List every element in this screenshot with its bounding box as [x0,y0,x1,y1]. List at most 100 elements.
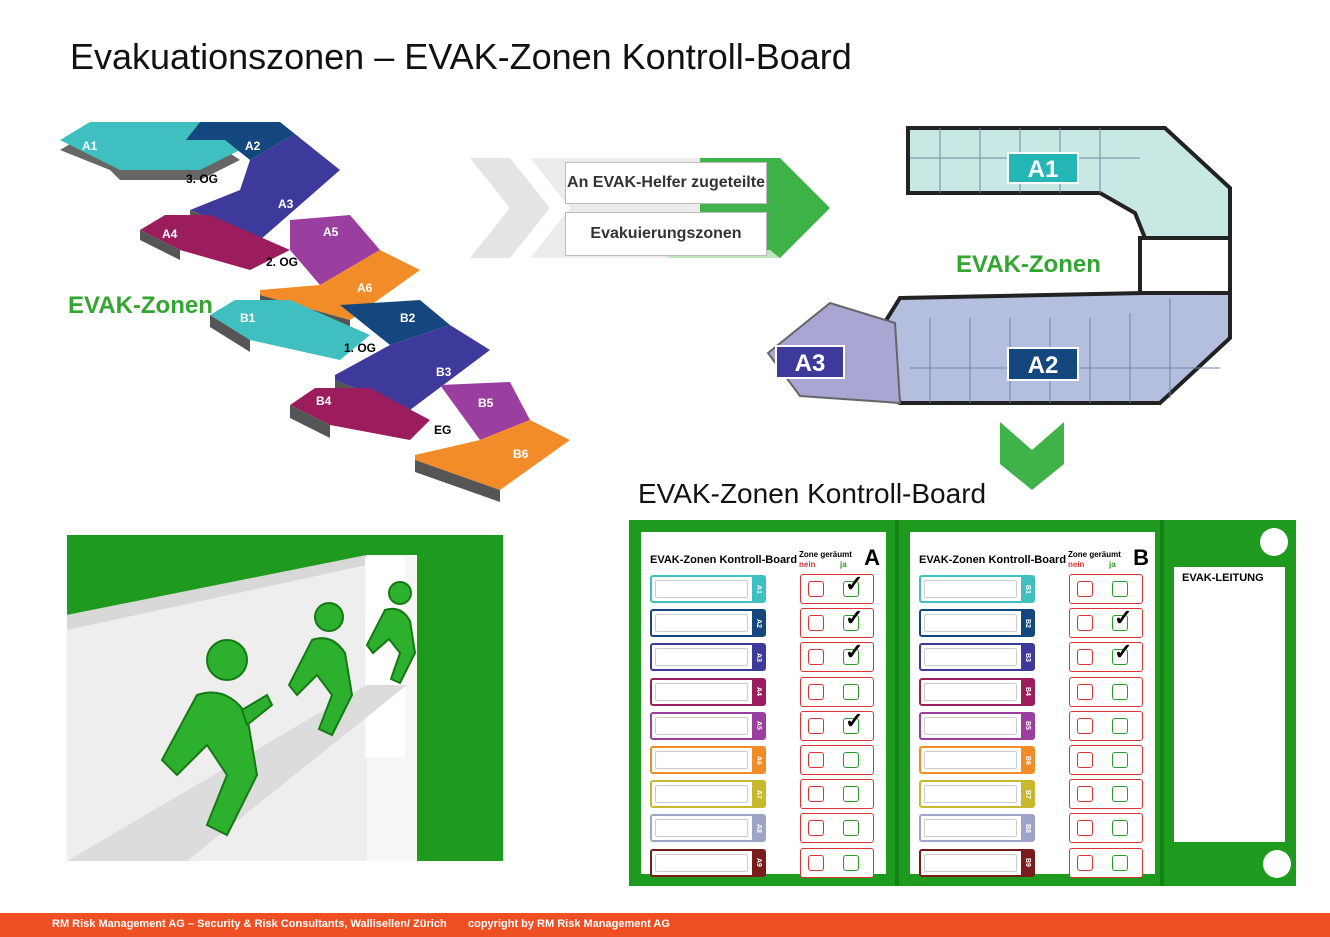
checkbox-nein[interactable] [1077,649,1093,666]
zone-slot[interactable]: B1 [919,575,1035,603]
checkbox-nein[interactable] [1077,752,1093,768]
evak-leitung-panel: EVAK-LEITUNG [1174,567,1285,842]
checkbox-ja[interactable] [843,786,859,803]
zone-slot[interactable]: B7 [919,780,1035,809]
zone-tab: A4 [752,679,764,704]
zone-tab: B3 [1021,645,1033,670]
zone-tab: A9 [752,850,764,875]
zone-slot[interactable]: B9 [919,848,1035,877]
checkbox-nein[interactable] [808,683,824,700]
checkbox-nein[interactable] [1077,683,1093,700]
zone-a2-shape [186,122,295,160]
checkbox-nein[interactable] [808,854,824,871]
zone-slot[interactable]: A9 [650,848,766,877]
ja-header: ja [1109,560,1116,569]
zone-row: B9 [919,847,1143,878]
zone-tab: A2 [752,611,764,636]
floor-1og [210,300,490,422]
zone-checkbox-group [1069,710,1143,741]
plan-a2-badge [1007,347,1079,381]
checkbox-ja[interactable] [1112,649,1128,666]
zone-checkbox-group: ✓ [1069,605,1143,639]
mount-hole-bottom [1263,850,1291,878]
checkbox-ja[interactable] [1112,752,1128,768]
zone-checkbox-group [1069,847,1143,878]
zone-tab: B6 [1021,748,1033,772]
zone-slot-field [924,853,1017,872]
zone-b5-label: B5 [478,396,494,410]
checkbox-ja[interactable] [843,820,859,837]
zone-a1-label: A1 [82,139,98,153]
floor-label-1og: 1. OG [344,341,376,355]
zone-tab: B8 [1021,816,1033,841]
checkbox-ja[interactable] [843,683,859,700]
zone-b6-label: B6 [513,447,529,461]
zone-slot[interactable]: B8 [919,814,1035,843]
checkbox-nein[interactable] [808,820,824,837]
arrow-text-line1: An EVAK-Helfer zugeteilte [565,162,767,204]
zone-row: A9 [650,847,874,878]
zone-checkbox-group: ✓ [800,639,874,673]
zone-a1-shape [60,122,240,170]
zone-tab: B2 [1021,611,1033,636]
checkbox-ja[interactable] [843,649,859,666]
checkbox-ja[interactable] [843,615,859,632]
checkbox-nein[interactable] [808,717,824,734]
zone-slot[interactable]: B3 [919,643,1035,672]
checkbox-ja[interactable] [1112,820,1128,837]
zone-tab: B7 [1021,782,1033,807]
zone-a6-label: A6 [357,281,373,295]
zone-slot[interactable]: A3 [650,643,766,672]
checkbox-ja[interactable] [1112,786,1128,803]
sheet-title: EVAK-Zonen Kontroll-Board [919,554,1067,566]
zone-checkbox-group: ✓ [1069,639,1143,673]
zone-a3-label: A3 [278,197,294,211]
checkbox-ja[interactable] [1112,615,1128,632]
zone-slot[interactable]: B2 [919,609,1035,638]
zone-slot[interactable]: A4 [650,677,766,706]
checkbox-ja[interactable] [1112,581,1128,597]
checkbox-nein[interactable] [1077,854,1093,871]
zone-slot[interactable]: A2 [650,609,766,638]
zone-slot[interactable]: A1 [650,575,766,603]
zone-row: A7 [650,779,874,810]
checkbox-nein[interactable] [1077,820,1093,837]
checkbox-nein[interactable] [1077,581,1093,597]
zone-b6-shape [415,420,570,490]
footer: RM Risk Management AG – Security & Risk … [0,913,1330,937]
zone-checkbox-group [800,847,874,878]
checkbox-ja[interactable] [843,854,859,871]
checkbox-nein[interactable] [808,752,824,768]
zone-slot[interactable]: A8 [650,814,766,843]
zone-slot[interactable]: A7 [650,780,766,809]
zone-slot[interactable]: B6 [919,746,1035,774]
zone-slot-field [655,682,748,701]
checkbox-nein[interactable] [808,649,824,666]
zone-slot[interactable]: B4 [919,677,1035,706]
checkbox-ja[interactable] [843,717,859,734]
checkbox-nein[interactable] [1077,615,1093,632]
mount-hole-top [1260,528,1288,556]
zone-slot-field [924,648,1017,667]
checkbox-ja[interactable] [843,752,859,768]
board-hinge-1 [895,520,899,886]
zone-slot-field [655,716,748,735]
checkbox-nein[interactable] [808,615,824,632]
checkbox-ja[interactable] [843,581,859,597]
checkbox-ja[interactable] [1112,683,1128,700]
checkbox-ja[interactable] [1112,717,1128,734]
zone-b1-shape [210,300,370,360]
zone-checkbox-group [1069,574,1143,604]
zone-slot[interactable]: B5 [919,711,1035,740]
zone-checkbox-group: ✓ [800,708,874,741]
checkbox-nein[interactable] [1077,786,1093,803]
zone-slot[interactable]: A6 [650,746,766,774]
checkbox-ja[interactable] [1112,854,1128,871]
checkbox-nein[interactable] [808,786,824,803]
zone-checkbox-group [800,745,874,775]
checkbox-nein[interactable] [808,581,824,597]
check-mark-icon: ✓ [1114,605,1133,631]
zone-slot[interactable]: A5 [650,711,766,740]
zone-tab: A7 [752,782,764,807]
checkbox-nein[interactable] [1077,717,1093,734]
